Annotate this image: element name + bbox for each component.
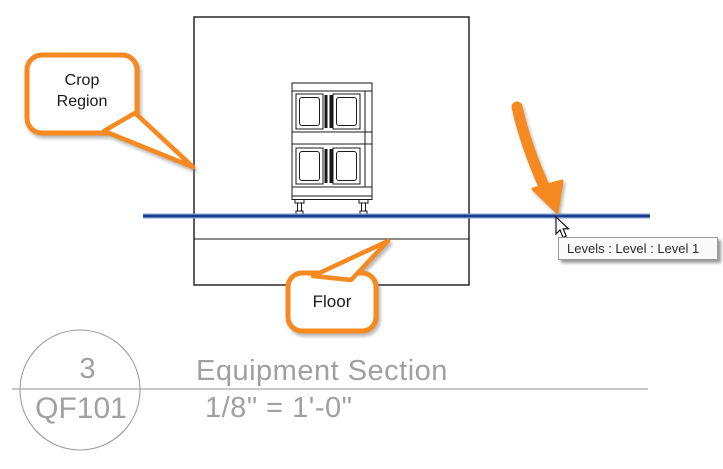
crop-region-bubble-tail [101, 110, 196, 170]
crop-region-callout-bubble [24, 52, 196, 170]
sheet-number[interactable]: QF101 [35, 392, 127, 425]
annotation-arrow-shaft [511, 101, 550, 192]
detail-number[interactable]: 3 [79, 353, 96, 385]
tooltip-text: Levels : Level : Level 1 [567, 241, 700, 256]
crop-region-bubble-shape [24, 52, 140, 136]
floor-callout-label: Floor [312, 292, 352, 311]
view-title-name[interactable]: Equipment Section [196, 355, 448, 387]
oven-legs [294, 199, 369, 216]
oven-upper-handle-right [329, 95, 333, 128]
oven-lower-left-door [295, 147, 324, 185]
oven-lower-right-door-inner [336, 151, 357, 181]
oven-upper-left-door [295, 93, 324, 130]
oven-upper-right-door [332, 93, 361, 130]
oven-body[interactable] [291, 82, 373, 200]
oven-upper-left-door-inner [299, 97, 320, 126]
annotation-arrow [511, 101, 564, 214]
oven-lower-left-door-inner [299, 151, 320, 181]
crop-region-callout-label: Crop Region [56, 72, 108, 110]
tooltip: Levels : Level : Level 1 [558, 237, 718, 260]
oven-lower-handle-left [324, 149, 328, 183]
equipment-oven-drawing[interactable] [291, 82, 373, 216]
oven-lower-handle-right [329, 149, 333, 183]
oven-upper-right-door-inner [336, 97, 357, 126]
oven-upper-handle-left [324, 95, 328, 128]
floor-callout-bubble [285, 238, 391, 334]
view-title-marker[interactable] [12, 329, 648, 451]
oven-lower-right-door [332, 147, 361, 185]
annotation-arrow-head [531, 179, 564, 214]
detail-number-bubble[interactable] [19, 329, 141, 451]
floor-bubble-tail [310, 238, 391, 283]
mouse-cursor-icon [555, 215, 570, 239]
view-title-scale[interactable]: 1/8" = 1'-0" [205, 392, 353, 424]
